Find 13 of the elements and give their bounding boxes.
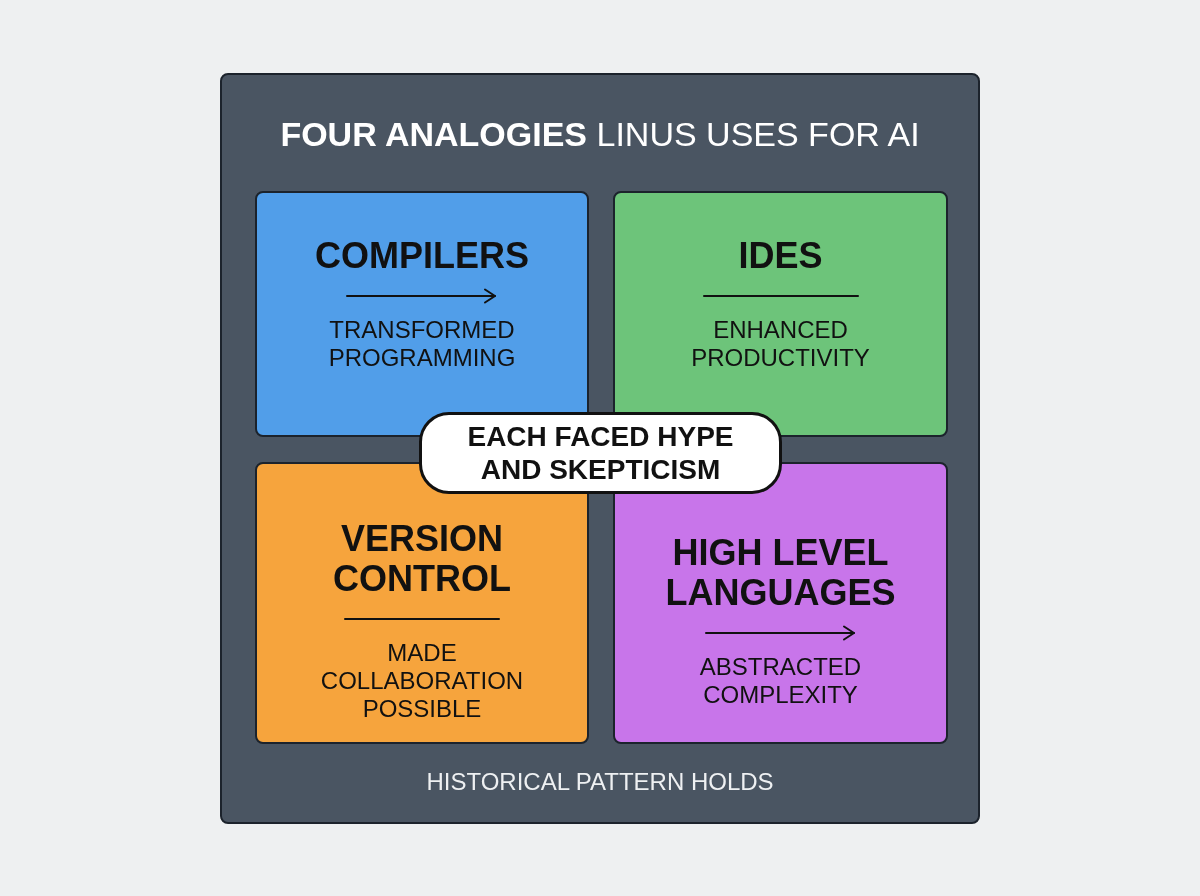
callout-bubble — [419, 412, 782, 494]
card-description: ENHANCED PRODUCTIVITY — [690, 316, 871, 372]
card-heading: HIGH LEVEL LANGUAGES — [664, 533, 897, 613]
card-heading: IDES — [738, 236, 823, 276]
card-description: ABSTRACTED COMPLEXITY — [698, 653, 863, 709]
card-description: MADE COLLABORATION POSSIBLE — [319, 639, 525, 723]
panel-footer: HISTORICAL PATTERN HOLDS — [222, 767, 978, 797]
card-heading: COMPILERS — [315, 236, 529, 276]
card-description: TRANSFORMED PROGRAMMING — [327, 316, 517, 372]
panel-background — [220, 73, 980, 824]
panel-title: FOUR ANALOGIES LINUS USES FOR AI — [279, 114, 921, 155]
card-heading: VERSION CONTROL — [332, 519, 512, 599]
callout-text: EACH FACED HYPE AND SKEPTICISM — [466, 420, 735, 486]
